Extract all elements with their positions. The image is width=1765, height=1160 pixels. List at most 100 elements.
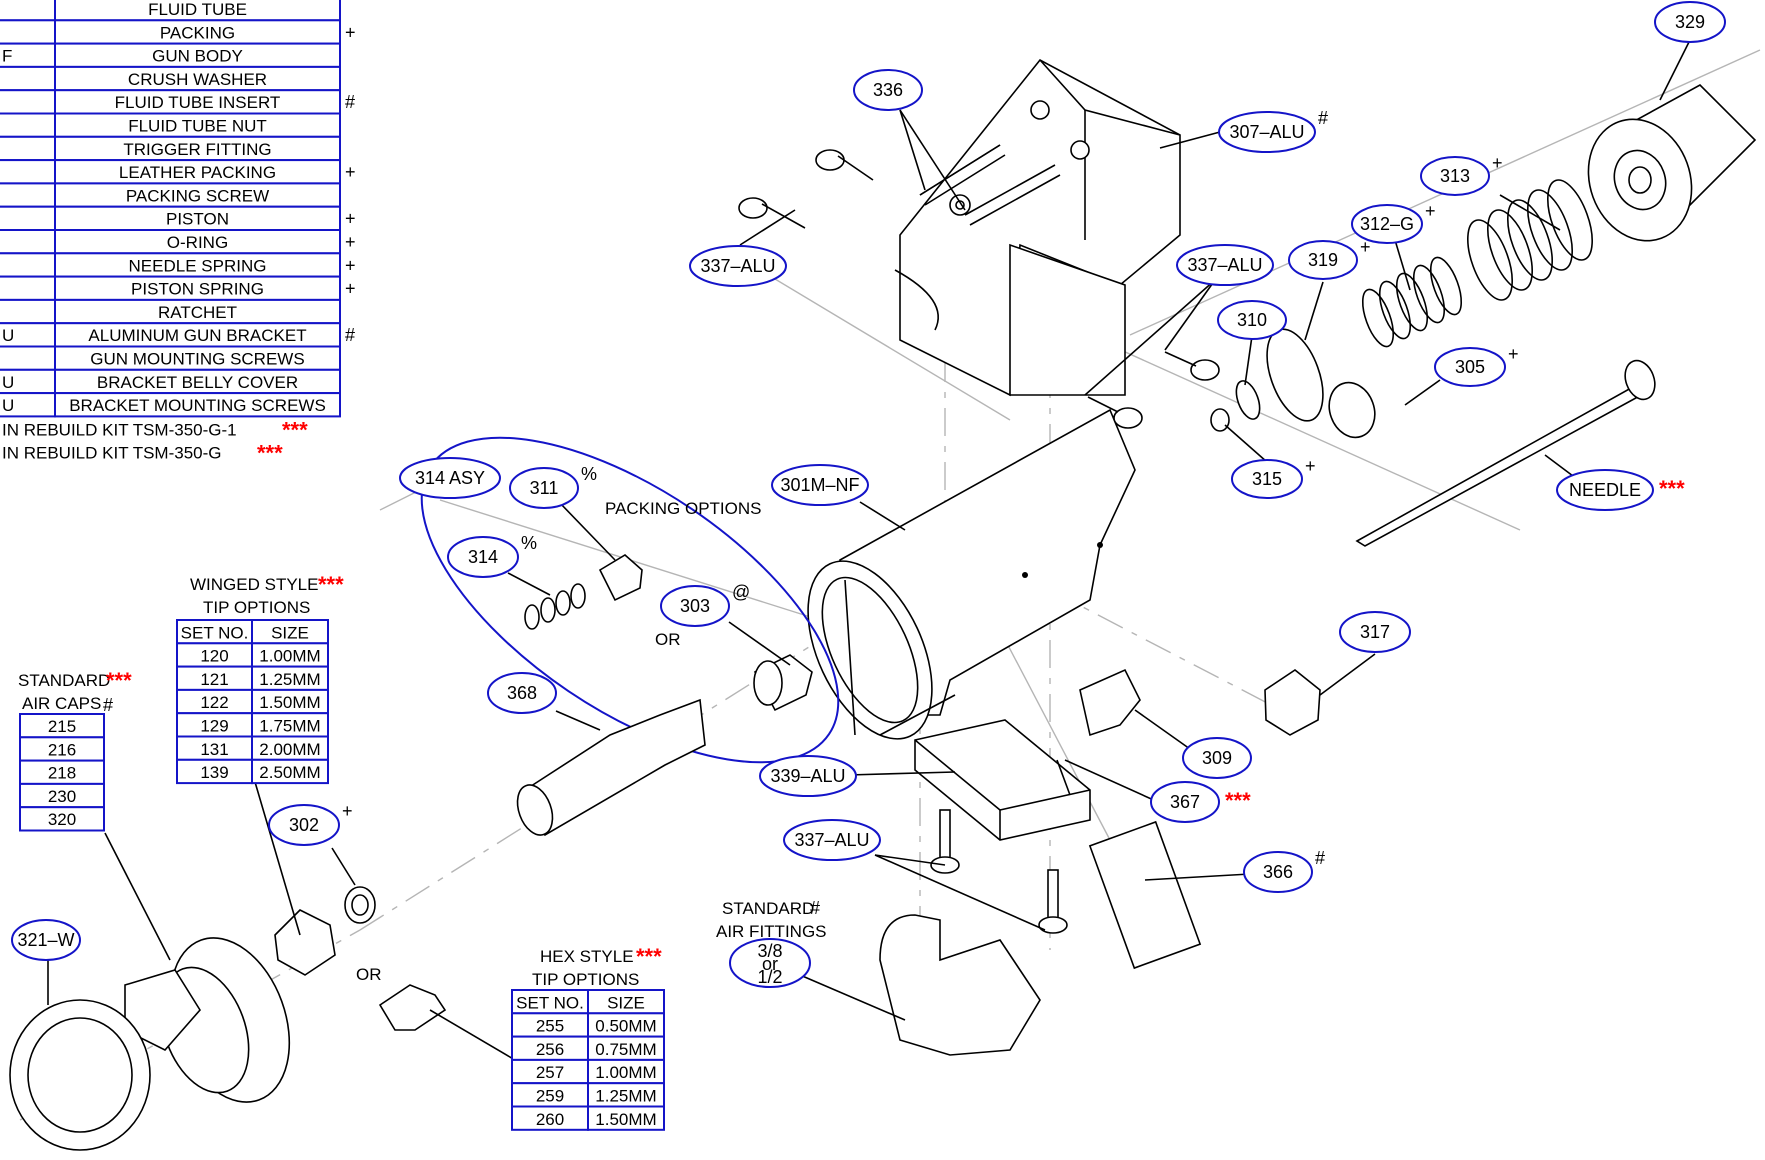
rebuild-kit-note-2: IN REBUILD KIT TSM-350-G: [2, 443, 221, 462]
balloon-319[interactable]: 319 +: [1288, 237, 1371, 280]
table-header: SIZE: [607, 993, 645, 1012]
balloon-outline[interactable]: [853, 69, 923, 111]
balloon-text: 1/2: [757, 967, 782, 987]
table-set-no: 139: [200, 763, 228, 782]
parts-list-desc: NEEDLE SPRING: [129, 256, 267, 275]
balloon-text: 319: [1308, 250, 1338, 270]
balloon-outline[interactable]: [1231, 459, 1303, 499]
parts-list-cell-left: [0, 112, 56, 138]
balloon-outline[interactable]: [268, 804, 340, 846]
parts-list-ref: U: [2, 373, 14, 392]
balloon-312-G[interactable]: 312–G+: [1351, 201, 1436, 244]
packing-options-label: PACKING OPTIONS: [605, 499, 762, 518]
balloon-text: 313: [1440, 166, 1470, 186]
or-label-tips: OR: [356, 965, 382, 984]
piston-spring-coils: [1467, 179, 1593, 301]
balloon-303[interactable]: 303@: [660, 582, 750, 627]
balloon-outline[interactable]: [771, 464, 869, 506]
balloon-336[interactable]: 336: [853, 69, 923, 111]
balloon-outline[interactable]: [729, 938, 811, 988]
balloon-301M-NF[interactable]: 301M–NF: [771, 464, 869, 506]
balloon-outline[interactable]: [509, 467, 579, 509]
air-fittings-label: AIR FITTINGS: [716, 922, 827, 941]
table-size: 1.75MM: [259, 717, 320, 736]
parts-list-cell-left: [0, 135, 56, 162]
balloon-outline[interactable]: [1434, 347, 1506, 387]
balloon-outline[interactable]: [1150, 781, 1220, 823]
parts-list-cell-left: [0, 229, 56, 255]
balloon-text: or: [762, 954, 778, 974]
balloon-mark: #: [1315, 848, 1325, 868]
parts-list-mark: +: [345, 162, 356, 182]
parts-list-desc: GUN MOUNTING SCREWS: [90, 350, 304, 369]
balloon-outline[interactable]: [399, 457, 501, 499]
parts-list-cell-left: [0, 298, 56, 325]
balloon-315[interactable]: 315+: [1231, 456, 1316, 499]
balloon-337-ALU-a[interactable]: 337–ALU: [689, 245, 787, 287]
table-set-no: 121: [200, 670, 228, 689]
balloon-mark: +: [1492, 153, 1503, 173]
balloon-outline[interactable]: [1176, 244, 1274, 286]
parts-list-cell-left: [0, 159, 56, 185]
table-header: SET NO.: [516, 993, 584, 1012]
balloon-outline[interactable]: [1339, 611, 1411, 653]
hex-subtitle: TIP OPTIONS: [532, 970, 639, 989]
spring-assembly: [1210, 179, 1593, 439]
balloon-311[interactable]: 311%: [509, 464, 597, 509]
balloon-outline[interactable]: [1351, 204, 1423, 244]
air-caps-title: STANDARD: [18, 671, 110, 690]
parts-list-mark: +: [345, 209, 356, 229]
balloon-outline[interactable]: [1217, 300, 1287, 340]
balloon-needle[interactable]: NEEDLE***: [1556, 469, 1685, 511]
balloon-outline[interactable]: [1654, 1, 1726, 43]
balloon-307-ALU[interactable]: 307–ALU#: [1218, 108, 1328, 153]
balloon-outline[interactable]: [783, 819, 881, 861]
winged-stars: ***: [318, 572, 344, 597]
bracket-belly-cover: [914, 719, 1091, 841]
parts-list-desc: O-RING: [167, 233, 228, 252]
balloon-366[interactable]: 366#: [1243, 848, 1325, 893]
balloon-310[interactable]: 310: [1217, 300, 1287, 340]
balloon-314-asy[interactable]: 314 ASY: [399, 457, 501, 499]
balloon-317[interactable]: 317: [1339, 611, 1411, 653]
balloon-outline[interactable]: [11, 919, 81, 961]
balloon-outline[interactable]: [1556, 469, 1654, 511]
parts-list-desc: BRACKET MOUNTING SCREWS: [69, 396, 326, 415]
balloon-367[interactable]: 367***: [1150, 781, 1251, 823]
balloon-305[interactable]: 305+: [1434, 344, 1519, 387]
rebuild-kit-note-1-stars: ***: [282, 417, 308, 442]
balloon-outline[interactable]: [1243, 851, 1313, 893]
balloon-text: NEEDLE: [1569, 480, 1641, 500]
parts-list-desc: BRACKET BELLY COVER: [97, 373, 298, 392]
balloon-302[interactable]: 302+: [268, 801, 353, 846]
balloon-mark: +: [1360, 237, 1371, 257]
balloon-337-ALU-c[interactable]: 337–ALU: [783, 819, 881, 861]
balloon-314[interactable]: 314%: [447, 533, 537, 578]
balloon-outline[interactable]: [660, 585, 730, 627]
balloon-outline[interactable]: [1420, 156, 1490, 196]
balloon-321-W[interactable]: 321–W: [11, 919, 81, 961]
balloon-mark: %: [581, 464, 597, 484]
balloon-text: 368: [507, 683, 537, 703]
parts-list-desc: PACKING SCREW: [126, 186, 269, 205]
parts-list-ref: F: [2, 47, 12, 66]
balloon-309[interactable]: 309: [1182, 737, 1252, 779]
balloon-368[interactable]: 368: [487, 672, 557, 714]
balloon-outline[interactable]: [447, 536, 519, 578]
table-size: 1.50MM: [259, 693, 320, 712]
balloon-313[interactable]: 313 +: [1420, 153, 1503, 196]
balloon-outline[interactable]: [487, 672, 557, 714]
balloon-outline[interactable]: [1182, 737, 1252, 779]
balloon-text: 303: [680, 596, 710, 616]
balloon-337-ALU-b[interactable]: 337–ALU: [1176, 244, 1274, 286]
balloon-outline[interactable]: [1288, 240, 1358, 280]
balloon-outline[interactable]: [689, 245, 787, 287]
parts-list-ref: U: [2, 396, 14, 415]
balloon-339-ALU[interactable]: 339–ALU: [759, 755, 857, 797]
parts-list-desc: CRUSH WASHER: [128, 70, 267, 89]
balloon-329[interactable]: 329: [1654, 1, 1726, 43]
hex-title: HEX STYLE: [540, 947, 634, 966]
balloon-outline[interactable]: [1218, 111, 1316, 153]
balloon-outline[interactable]: [759, 755, 857, 797]
